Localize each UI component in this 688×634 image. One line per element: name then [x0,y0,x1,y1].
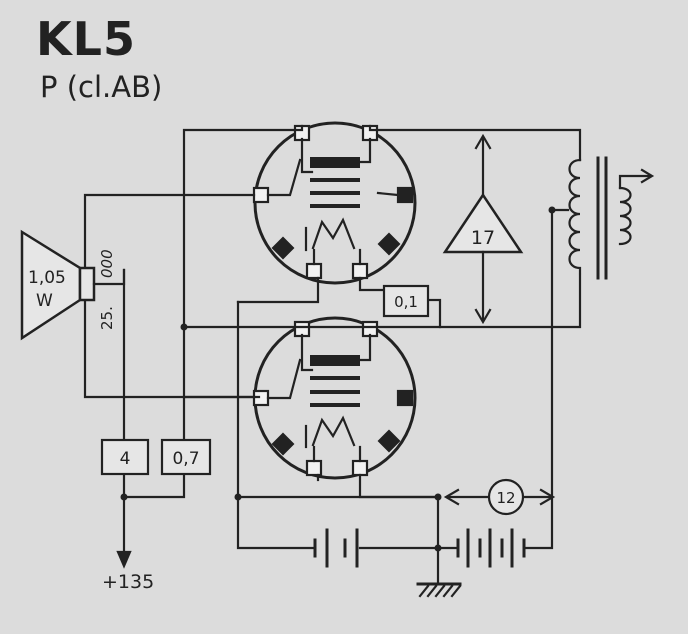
speaker-ratio-label: 25. [98,306,116,330]
meter-12-label: 12 [496,489,515,507]
resistor-4 [100,438,150,476]
speaker-power-value: 1,05 [28,268,66,288]
resistor-0-1-label: 0,1 [394,293,418,311]
supply-arrow [116,550,132,569]
resistor-0-7-label: 0,7 [172,449,199,469]
page-subtitle: P (cl.AB) [40,70,163,104]
ground-icon [416,582,462,598]
speaker-icon [20,229,96,341]
tube-top [252,121,417,285]
speaker-power-unit: W [36,291,53,311]
meter-12 [443,478,556,516]
supply-voltage-label: +135 [102,571,154,593]
output-transformer [568,156,655,280]
battery-small [313,528,359,568]
tube-bottom [252,316,417,480]
amplifier-triangle [442,133,524,325]
speaker-winding-label: 000 [98,249,116,278]
amplifier-gain-label: 17 [471,227,495,249]
page-title: KL5 [36,12,136,66]
battery-large [456,528,526,568]
resistor-0-7 [160,438,212,476]
junction-dots [120,206,556,552]
resistor-0-1 [382,284,430,318]
resistor-4-label: 4 [120,449,131,469]
